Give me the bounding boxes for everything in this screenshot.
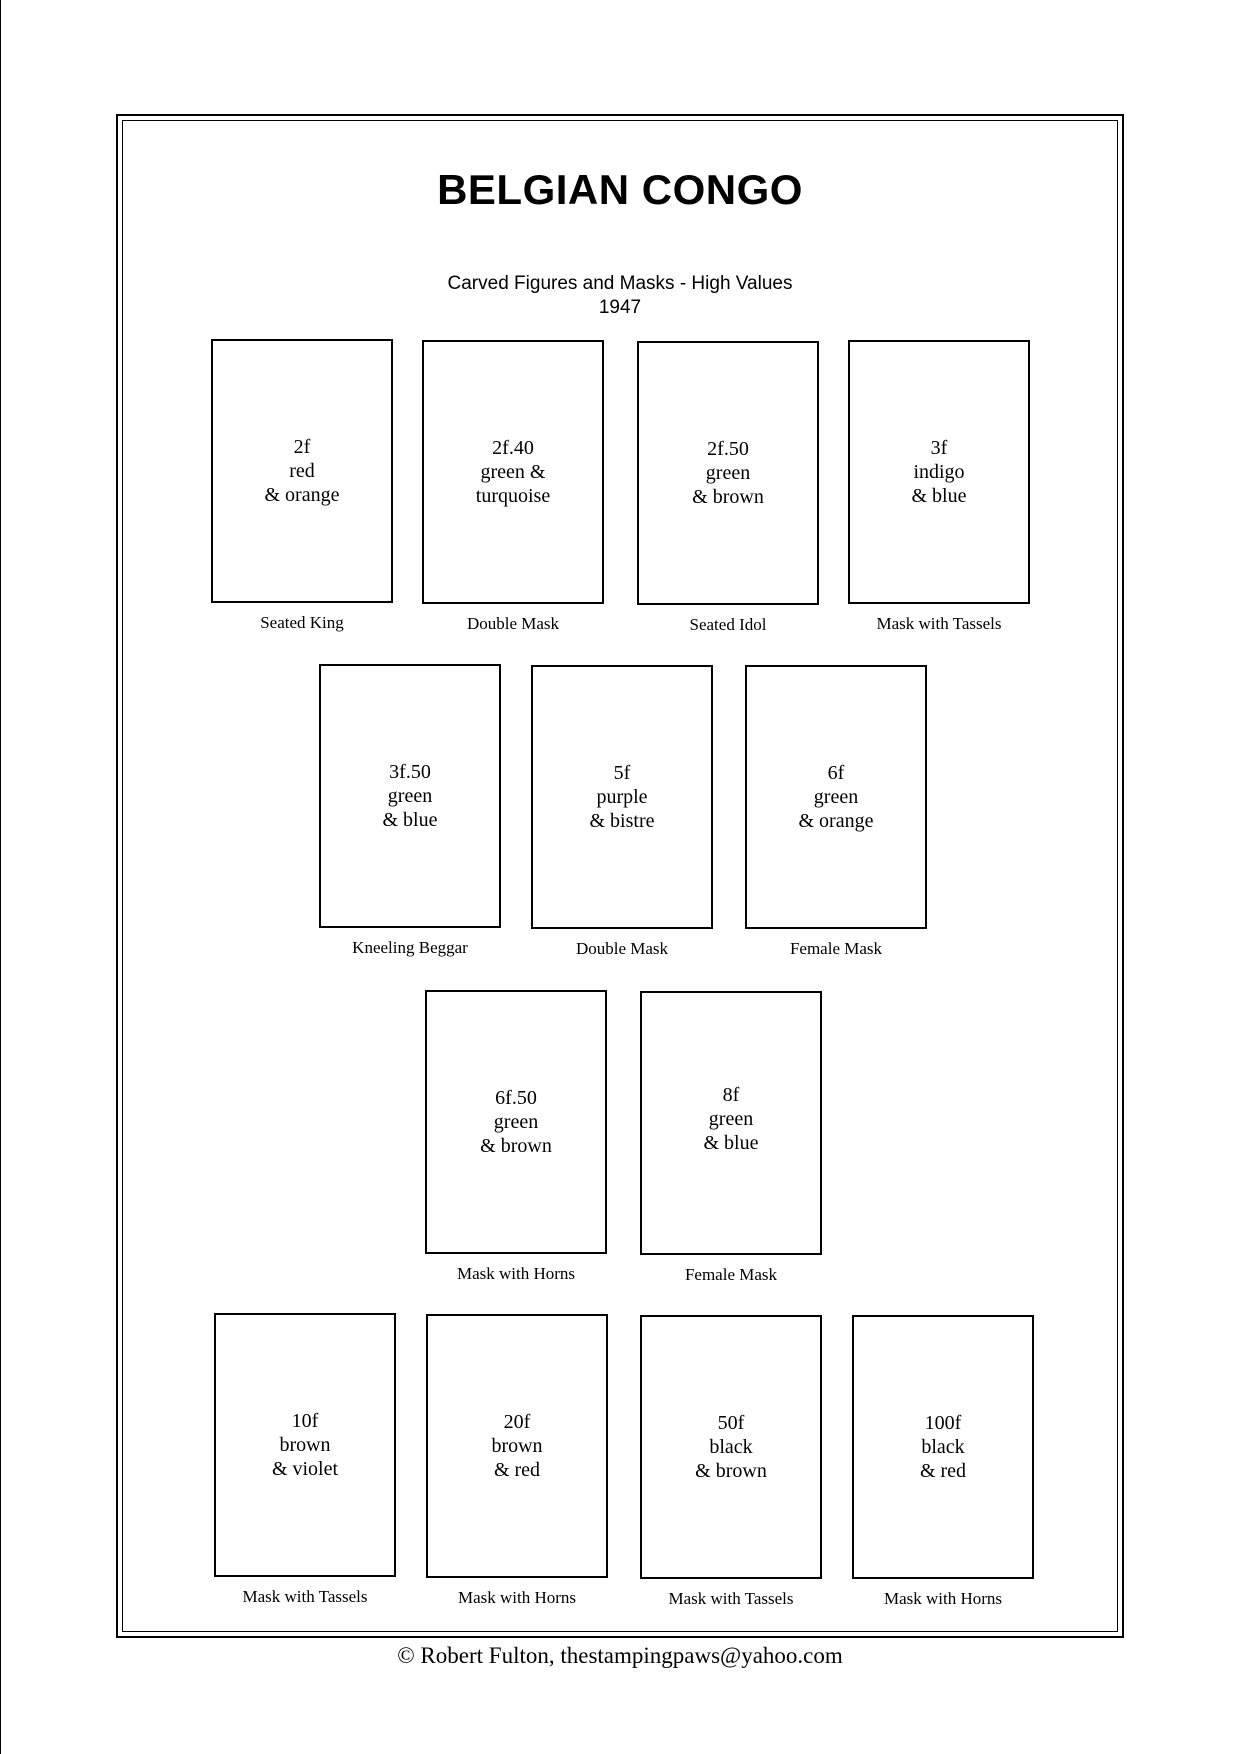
stamp-value: 100f bbox=[924, 1412, 962, 1434]
stamp-value: 10f bbox=[291, 1410, 319, 1432]
stamp-description: 6f.50 green & brown bbox=[427, 1086, 605, 1158]
stamp-color: black bbox=[709, 1436, 753, 1458]
stamp-description: 8f green & blue bbox=[642, 1083, 820, 1155]
stamp-space: 10f brown & violet Mask with Tassels bbox=[214, 1313, 396, 1606]
stamp-space: 20f brown & red Mask with Horns bbox=[426, 1314, 608, 1607]
stamp-color: green & bbox=[480, 461, 546, 483]
stamp-color: indigo bbox=[913, 461, 965, 483]
stamp-caption: Mask with Tassels bbox=[242, 1587, 368, 1606]
stamp-box: 6f.50 green & brown bbox=[425, 990, 607, 1254]
stamp-color: & brown bbox=[695, 1460, 767, 1482]
stamp-box: 2f.50 green & brown bbox=[637, 341, 819, 605]
stamp-box: 8f green & blue bbox=[640, 991, 822, 1255]
stamp-caption: Mask with Tassels bbox=[876, 614, 1002, 633]
stamp-color: & orange bbox=[798, 810, 874, 832]
stamp-description: 3f indigo & blue bbox=[850, 436, 1028, 508]
stamp-value: 5f bbox=[613, 762, 631, 784]
stamp-description: 100f black & red bbox=[854, 1411, 1032, 1483]
stamp-value: 20f bbox=[503, 1411, 531, 1433]
stamp-space: 2f.40 green & turquoise Double Mask bbox=[422, 340, 604, 633]
stamp-space: 3f.50 green & blue Kneeling Beggar bbox=[319, 664, 501, 957]
stamp-box: 50f black & brown bbox=[640, 1315, 822, 1579]
album-page-inner-border bbox=[122, 120, 1118, 1632]
stamp-space: 50f black & brown Mask with Tassels bbox=[640, 1315, 822, 1608]
stamp-color: & brown bbox=[692, 486, 764, 508]
stamp-color: & brown bbox=[480, 1135, 552, 1157]
stamp-box: 3f.50 green & blue bbox=[319, 664, 501, 928]
stamp-color: brown bbox=[279, 1434, 331, 1456]
stamp-box: 2f.40 green & turquoise bbox=[422, 340, 604, 604]
stamp-caption: Mask with Tassels bbox=[668, 1589, 794, 1608]
stamp-color: brown bbox=[491, 1435, 543, 1457]
stamp-caption: Seated King bbox=[260, 613, 344, 632]
stamp-space: 5f purple & bistre Double Mask bbox=[531, 665, 713, 958]
stamp-space: 3f indigo & blue Mask with Tassels bbox=[848, 340, 1030, 633]
stamp-space: 100f black & red Mask with Horns bbox=[852, 1315, 1034, 1608]
stamp-color: & blue bbox=[382, 809, 438, 831]
stamp-color: & orange bbox=[264, 484, 340, 506]
stamp-space: 6f green & orange Female Mask bbox=[745, 665, 927, 958]
stamp-color: green bbox=[705, 462, 751, 484]
stamp-space: 2f red & orange Seated King bbox=[211, 339, 393, 632]
stamp-color: turquoise bbox=[475, 485, 551, 507]
stamp-color: green bbox=[813, 786, 859, 808]
stamp-value: 2f.40 bbox=[492, 437, 534, 459]
stamp-color: black bbox=[921, 1436, 965, 1458]
stamp-color: red bbox=[289, 460, 315, 482]
page-left-edge bbox=[0, 0, 1, 1754]
stamp-description: 20f brown & red bbox=[428, 1410, 606, 1482]
stamp-caption: Double Mask bbox=[466, 614, 560, 633]
stamp-caption: Mask with Horns bbox=[883, 1589, 1003, 1608]
stamp-description: 50f black & brown bbox=[642, 1411, 820, 1483]
stamp-value: 8f bbox=[722, 1084, 740, 1106]
subtitle-year: 1947 bbox=[598, 297, 642, 318]
stamp-color: & blue bbox=[911, 485, 967, 507]
stamp-caption: Mask with Horns bbox=[456, 1264, 576, 1283]
stamp-box: 10f brown & violet bbox=[214, 1313, 396, 1577]
stamp-value: 2f.50 bbox=[707, 438, 749, 460]
stamp-caption: Double Mask bbox=[575, 939, 669, 958]
stamp-box: 20f brown & red bbox=[426, 1314, 608, 1578]
stamp-description: 2f.50 green & brown bbox=[639, 437, 817, 509]
stamp-description: 3f.50 green & blue bbox=[321, 760, 499, 832]
stamp-color: green bbox=[493, 1111, 539, 1133]
stamp-description: 5f purple & bistre bbox=[533, 761, 711, 833]
stamp-caption: Mask with Horns bbox=[457, 1588, 577, 1607]
stamp-box: 100f black & red bbox=[852, 1315, 1034, 1579]
stamp-description: 10f brown & violet bbox=[216, 1409, 394, 1481]
stamp-color: & red bbox=[919, 1460, 967, 1482]
stamp-caption: Female Mask bbox=[789, 939, 883, 958]
stamp-color: green bbox=[387, 785, 433, 807]
subtitle-series: Carved Figures and Masks - High Values bbox=[447, 273, 793, 294]
stamp-value: 6f.50 bbox=[495, 1087, 537, 1109]
stamp-box: 5f purple & bistre bbox=[531, 665, 713, 929]
stamp-value: 6f bbox=[827, 762, 845, 784]
album-page-outer-border bbox=[116, 114, 1124, 1638]
stamp-color: & bistre bbox=[589, 810, 655, 832]
stamp-value: 50f bbox=[717, 1412, 745, 1434]
stamp-color: & blue bbox=[703, 1132, 759, 1154]
stamp-box: 3f indigo & blue bbox=[848, 340, 1030, 604]
stamp-description: 2f red & orange bbox=[213, 435, 391, 507]
stamp-color: & violet bbox=[271, 1458, 339, 1480]
stamp-value: 3f.50 bbox=[389, 761, 431, 783]
stamp-caption: Kneeling Beggar bbox=[352, 938, 468, 957]
stamp-color: & red bbox=[493, 1459, 541, 1481]
stamp-box: 6f green & orange bbox=[745, 665, 927, 929]
stamp-description: 2f.40 green & turquoise bbox=[424, 436, 602, 508]
copyright-footer: © Robert Fulton, thestampingpaws@yahoo.c… bbox=[397, 1643, 843, 1668]
stamp-color: purple bbox=[596, 786, 648, 808]
stamp-space: 6f.50 green & brown Mask with Horns bbox=[425, 990, 607, 1283]
stamp-value: 2f bbox=[293, 436, 311, 458]
stamp-color: green bbox=[708, 1108, 754, 1130]
stamp-caption: Female Mask bbox=[684, 1265, 778, 1284]
stamp-caption: Seated Idol bbox=[689, 615, 767, 634]
page-title: BELGIAN CONGO bbox=[437, 166, 803, 213]
page-subtitle: Carved Figures and Masks - High Values 1… bbox=[0, 272, 1240, 320]
stamp-box: 2f red & orange bbox=[211, 339, 393, 603]
stamp-space: 2f.50 green & brown Seated Idol bbox=[637, 341, 819, 634]
stamp-description: 6f green & orange bbox=[747, 761, 925, 833]
stamp-space: 8f green & blue Female Mask bbox=[640, 991, 822, 1284]
stamp-value: 3f bbox=[930, 437, 948, 459]
